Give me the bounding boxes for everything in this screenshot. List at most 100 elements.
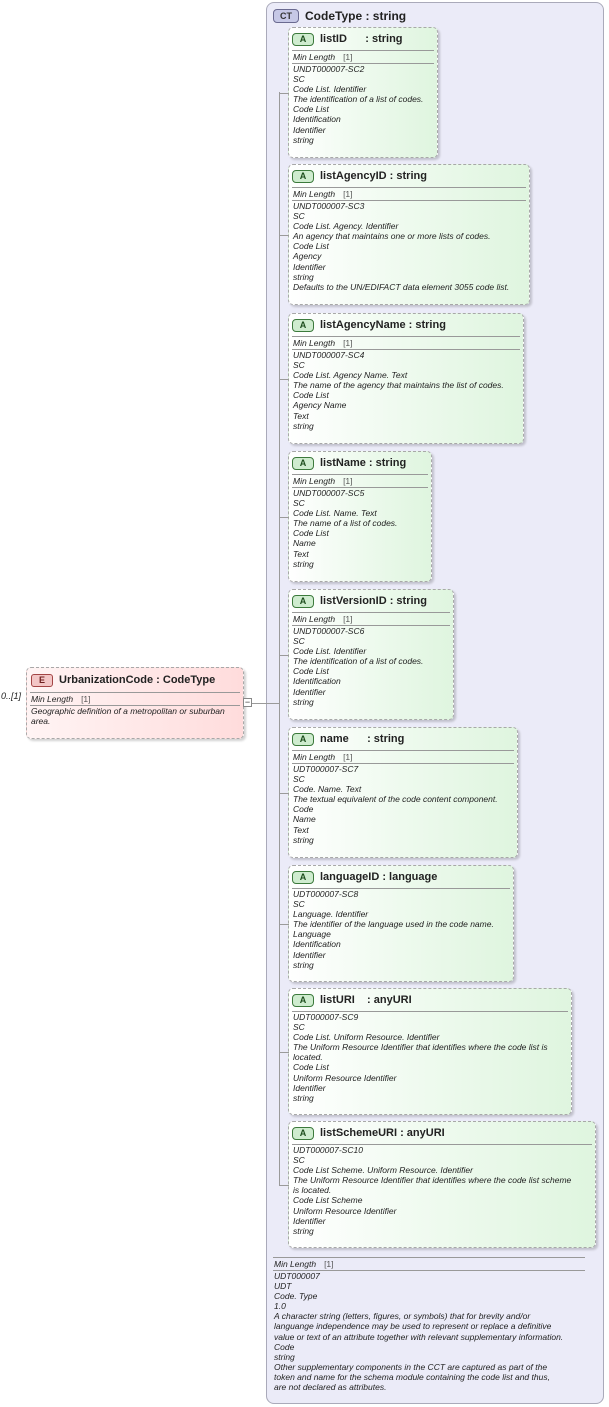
attribute-icon: A [292,993,314,1007]
doc-line: UNDT000007-SC6 [293,626,365,636]
doc-line: UDT000007-SC9 [293,1012,359,1022]
doc-line: Code List [293,1062,329,1073]
doc-line: Code List [293,528,329,539]
doc-line: Identifier [293,686,326,697]
doc-line: A character string (letters, figures, or… [274,1311,531,1322]
attribute-icon: A [292,870,314,884]
attribute-branch-line [279,379,289,380]
doc-line: Code [274,1341,295,1352]
doc-line: string [293,696,314,707]
element-doc-text: Geographic definition of a metropolitan … [27,706,243,726]
doc-line: UDT000007-SC10 [293,1145,363,1155]
doc-line: Identifier [293,1215,326,1226]
doc-line: string [293,134,314,145]
doc-line: Language [293,929,331,940]
doc-line: Identification [293,114,341,125]
doc-line: Code List. Uniform Resource. Identifier [293,1032,440,1043]
doc-line: string [293,959,314,970]
doc-line: Agency [293,251,322,262]
doc-line: string [293,834,314,845]
attribute-branch-line [279,1185,289,1186]
attribute-icon: A [292,456,314,470]
attribute-title: listVersionID : string [320,595,427,607]
codetype-facet: Min Length[1] [274,1259,334,1269]
attribute-title: listID : string [320,33,403,45]
attribute-icon: A [292,732,314,746]
element-header: E UrbanizationCode : CodeType [27,668,243,692]
collapse-toggle-icon[interactable]: − [243,697,252,707]
doc-line: value or text of an attribute together w… [274,1331,564,1342]
attribute-branch-line [279,235,289,236]
doc-line: SC [293,636,305,647]
doc-line: string [293,1225,314,1236]
doc-line: Code List. Agency. Identifier [293,221,399,232]
doc-line: UDT000007-SC7 [293,764,359,774]
doc-line: The identification of a list of codes. [293,94,424,105]
doc-line: Code. Name. Text [293,784,362,795]
doc-line: Identifier [293,949,326,960]
attribute-facet: Min Length[1] [293,752,353,762]
doc-line: Code. Type [274,1291,318,1302]
attribute-branch-line [279,93,289,94]
doc-line: Identifier [293,261,326,272]
attribute-facet: Min Length[1] [293,476,353,486]
attribute-title: name : string [320,733,405,745]
doc-line: Uniform Resource Identifier [293,1205,397,1216]
doc-line: located. [293,1052,323,1063]
attribute-facet: Min Length[1] [293,338,353,348]
doc-line: UNDT000007-SC3 [293,201,365,211]
doc-line: UDT000007-SC8 [293,889,359,899]
doc-line: area. [31,716,51,727]
doc-line: The textual equivalent of the code conte… [293,794,498,805]
doc-line: Name [293,538,316,549]
complex-type-icon: CT [273,9,299,23]
attribute-icon: A [292,318,314,332]
doc-line: Code List Scheme. Uniform Resource. Iden… [293,1165,473,1176]
doc-line: SC [293,774,305,785]
attribute-facet: Min Length[1] [293,189,353,199]
doc-line: UNDT000007-SC4 [293,350,365,360]
doc-line: Text [293,548,309,559]
attribute-branch-line [279,793,289,794]
doc-line: UNDT000007-SC5 [293,488,365,498]
doc-line: The Uniform Resource Identifier that ide… [293,1042,548,1053]
doc-line: Code List Scheme [293,1195,363,1206]
element-urbanizationcode[interactable]: E UrbanizationCode : CodeType Min Length… [26,667,244,739]
attribute-title: listURI : anyURI [320,994,412,1006]
doc-line: Geographic definition of a metropolitan … [31,706,225,716]
attribute-icon: A [292,32,314,46]
element-connector-line [244,703,280,704]
doc-line: SC [293,498,305,509]
doc-line: The identifier of the language used in t… [293,919,494,930]
doc-line: SC [293,1155,305,1166]
attribute-connector-line [279,92,280,1185]
element-title: UrbanizationCode : CodeType [59,674,216,686]
doc-line: string [293,1092,314,1103]
attribute-title: languageID : language [320,871,438,883]
doc-line: Code List [293,666,329,677]
codetype-title[interactable]: CodeType : string [305,9,407,23]
doc-line: An agency that maintains one or more lis… [293,231,491,242]
